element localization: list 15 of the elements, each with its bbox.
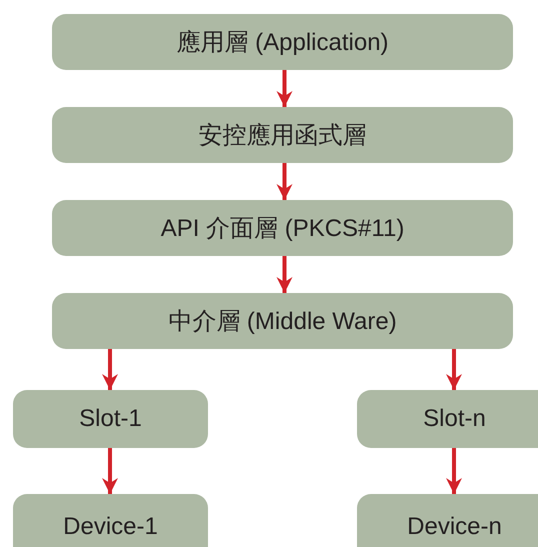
- arrow: [102, 349, 118, 390]
- process-box: Device-n: [357, 494, 538, 547]
- process-box: Slot-1: [13, 390, 208, 448]
- process-box: Device-1: [13, 494, 208, 547]
- arrow: [276, 70, 292, 107]
- process-box: 中介層 (Middle Ware): [52, 293, 513, 349]
- process-box: 安控應用函式層: [52, 107, 513, 163]
- arrow: [446, 448, 462, 494]
- process-box: API 介面層 (PKCS#11): [52, 200, 513, 256]
- arrow: [276, 163, 292, 200]
- arrow: [102, 448, 118, 494]
- process-box: 應用層 (Application): [52, 14, 513, 70]
- process-box: Slot-n: [357, 390, 538, 448]
- arrow: [446, 349, 462, 390]
- arrow: [276, 256, 292, 293]
